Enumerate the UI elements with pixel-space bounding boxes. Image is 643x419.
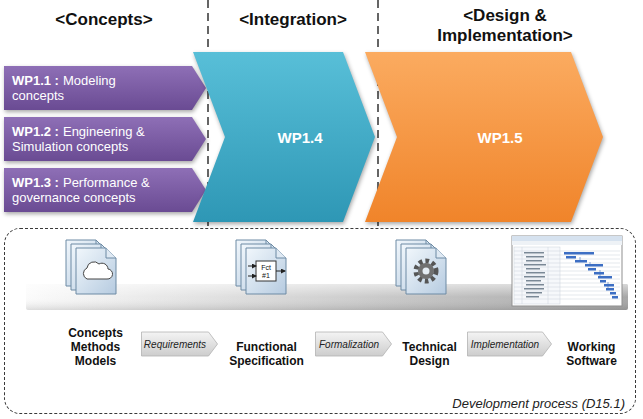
chevron-fill: [4, 66, 206, 110]
chevron-fill: [365, 52, 603, 222]
chevron-text-area: WP1.5: [397, 52, 603, 222]
gear-teeth: [416, 261, 436, 281]
flow-arrow: [316, 332, 392, 356]
gantt-bars: [564, 252, 618, 299]
concept-document-icon: [66, 240, 116, 294]
document-stack: [66, 240, 116, 294]
gantt-links: [580, 257, 608, 288]
function-icon-text: Fct #1: [259, 264, 273, 280]
flow-label: Implementation: [468, 332, 543, 356]
function-box: [256, 261, 276, 281]
stage-label: Working Software: [552, 340, 632, 368]
work-package-id: WP1.2 :: [12, 124, 59, 139]
frame-caption: Development process (D15.1): [452, 396, 625, 411]
function-output: [276, 271, 285, 272]
chevron-fill: [4, 117, 206, 161]
screenshot-rows: [514, 247, 620, 304]
flow-arrow: [142, 332, 218, 356]
stage-label: Technical Design: [392, 340, 468, 368]
function-input: [248, 276, 256, 277]
chevron-text: WP1.2 :Engineering & Simulation concepts: [12, 124, 168, 154]
chevron-fill: [4, 168, 206, 212]
chevron-fill: [193, 52, 375, 222]
software-screenshot: [512, 236, 622, 306]
gear-hole: [423, 268, 430, 275]
implementation-chevron: WP1.5: [365, 52, 603, 222]
column-header: <Integration>: [210, 10, 376, 30]
work-package-id: WP1.4: [277, 129, 322, 146]
flow-label: Formalization: [316, 332, 383, 356]
document-stack: [396, 240, 446, 294]
process-stage: Technical Design: [392, 240, 468, 368]
chevron-text-area: WP1.4: [225, 52, 375, 222]
stage-label: Functional Specification: [218, 340, 316, 368]
screenshot-text-lines: [524, 252, 546, 298]
chevron-text: WP1.1 :Modeling concepts: [12, 73, 168, 103]
flow-label: Requirements: [142, 332, 209, 356]
work-package-id: WP1.3 :: [12, 175, 59, 190]
work-package-arrow: WP1.2 :Engineering & Simulation concepts: [4, 117, 206, 161]
flow-arrow: [468, 332, 552, 356]
chevron-text: WP1.4: [277, 129, 322, 146]
specification-document-icon: [236, 240, 286, 294]
chevron-text-area: WP1.3 :Performance & governance concepts: [12, 168, 192, 212]
design-document-icon: [396, 240, 446, 294]
screenshot-table: [514, 247, 560, 304]
process-frame: Development process (D15.1) Concepts Meth…: [4, 228, 636, 414]
screenshot-toolbar: [512, 241, 622, 245]
chevron-text: WP1.3 :Performance & governance concepts: [12, 175, 168, 205]
chevron-text: WP1.5: [477, 129, 522, 146]
cloud-symbol: [83, 262, 112, 279]
work-package-arrow: WP1.1 :Modeling concepts: [4, 66, 206, 110]
function-input: [248, 266, 256, 267]
stage-label: Concepts Methods Models: [50, 326, 142, 368]
process-stage: Concepts Methods Models: [50, 240, 142, 368]
integration-chevron: WP1.4: [193, 52, 375, 222]
gear-body: [418, 263, 434, 279]
chevron-text-area: WP1.2 :Engineering & Simulation concepts: [12, 117, 192, 161]
column-header: <Design & Implementation>: [395, 6, 615, 46]
work-package-arrow: WP1.3 :Performance & governance concepts: [4, 168, 206, 212]
screenshot-frame: [512, 236, 622, 306]
screenshot-titlebar: [512, 236, 622, 241]
work-package-id: WP1.5: [477, 129, 522, 146]
chevron-text-area: WP1.1 :Modeling concepts: [12, 66, 192, 110]
column-header: <Concepts>: [14, 10, 194, 30]
process-stage: Working Software: [552, 240, 632, 368]
work-package-id: WP1.1 :: [12, 73, 59, 88]
document-stack: [236, 240, 286, 294]
process-stage: Functional Specification: [218, 240, 316, 368]
